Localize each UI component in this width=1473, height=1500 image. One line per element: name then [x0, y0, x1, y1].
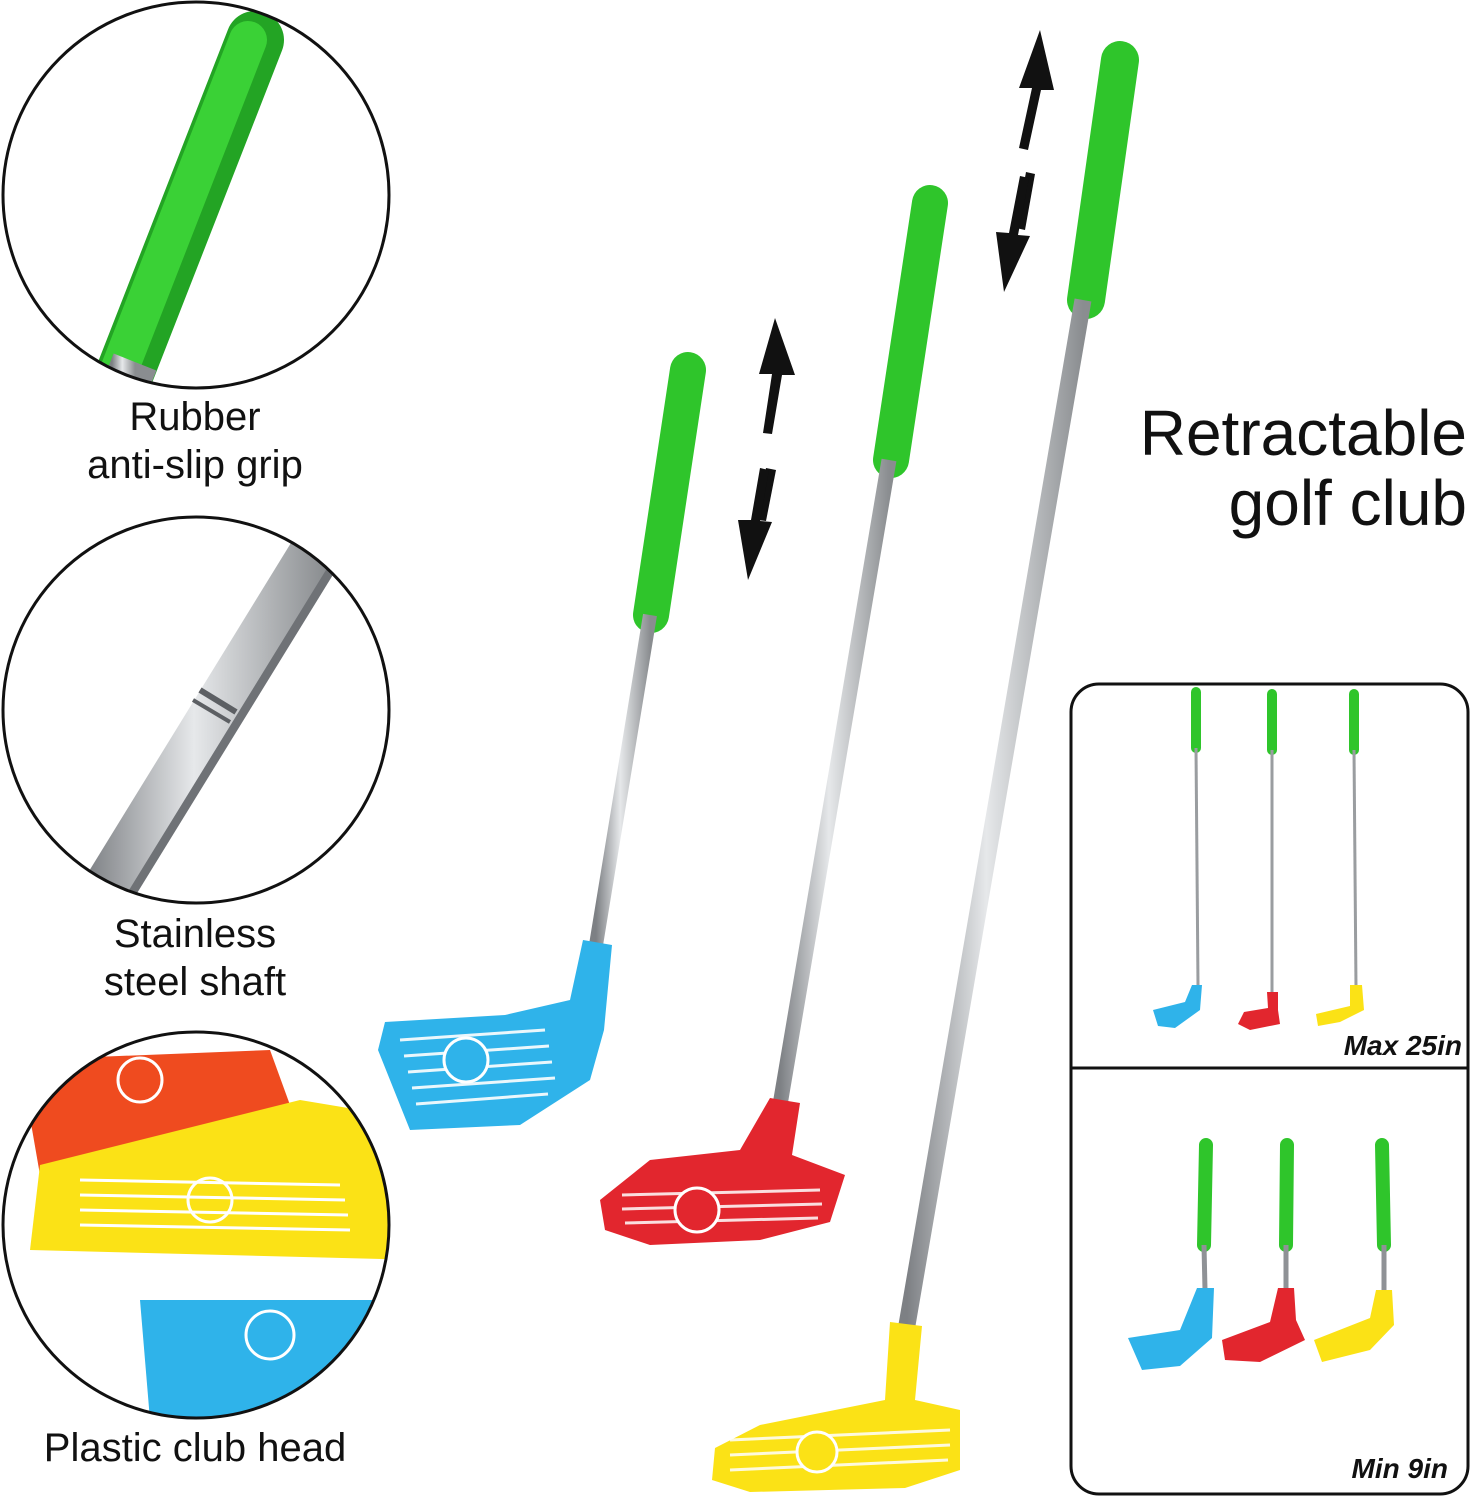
grip-zoom-circle	[1, 0, 391, 390]
grip-label-line1: Rubber	[129, 395, 261, 439]
retracted-clubs-thumbnail	[1128, 1138, 1394, 1370]
shaft-zoom-circle	[1, 515, 391, 905]
max-length-label: Max 25in	[1344, 1030, 1462, 1061]
red-golf-club	[600, 185, 948, 1245]
heads-zoom-circle	[1, 1030, 391, 1420]
length-comparison-panel: Max 25in Min 9in	[1069, 682, 1470, 1496]
blue-golf-club	[378, 352, 706, 1130]
shaft-label-line2: steel shaft	[103, 960, 287, 1004]
min-length-label: Min 9in	[1352, 1453, 1448, 1484]
yellow-golf-club	[712, 41, 1139, 1492]
extended-clubs-thumbnail	[1153, 687, 1364, 1030]
extend-arrow-short	[738, 318, 795, 580]
extend-arrow-long	[996, 30, 1054, 292]
product-title: Retractable golf club	[1140, 398, 1467, 538]
shaft-label-line1: Stainless	[113, 912, 277, 956]
head-feature-label: Plastic club head	[10, 1424, 380, 1472]
title-line1: Retractable	[1139, 397, 1467, 469]
title-line2: golf club	[1228, 467, 1467, 539]
grip-feature-label: Rubber anti-slip grip	[40, 393, 350, 489]
shaft-feature-label: Stainless steel shaft	[40, 910, 350, 1006]
head-label-line1: Plastic club head	[43, 1426, 347, 1470]
grip-label-line2: anti-slip grip	[87, 443, 303, 487]
